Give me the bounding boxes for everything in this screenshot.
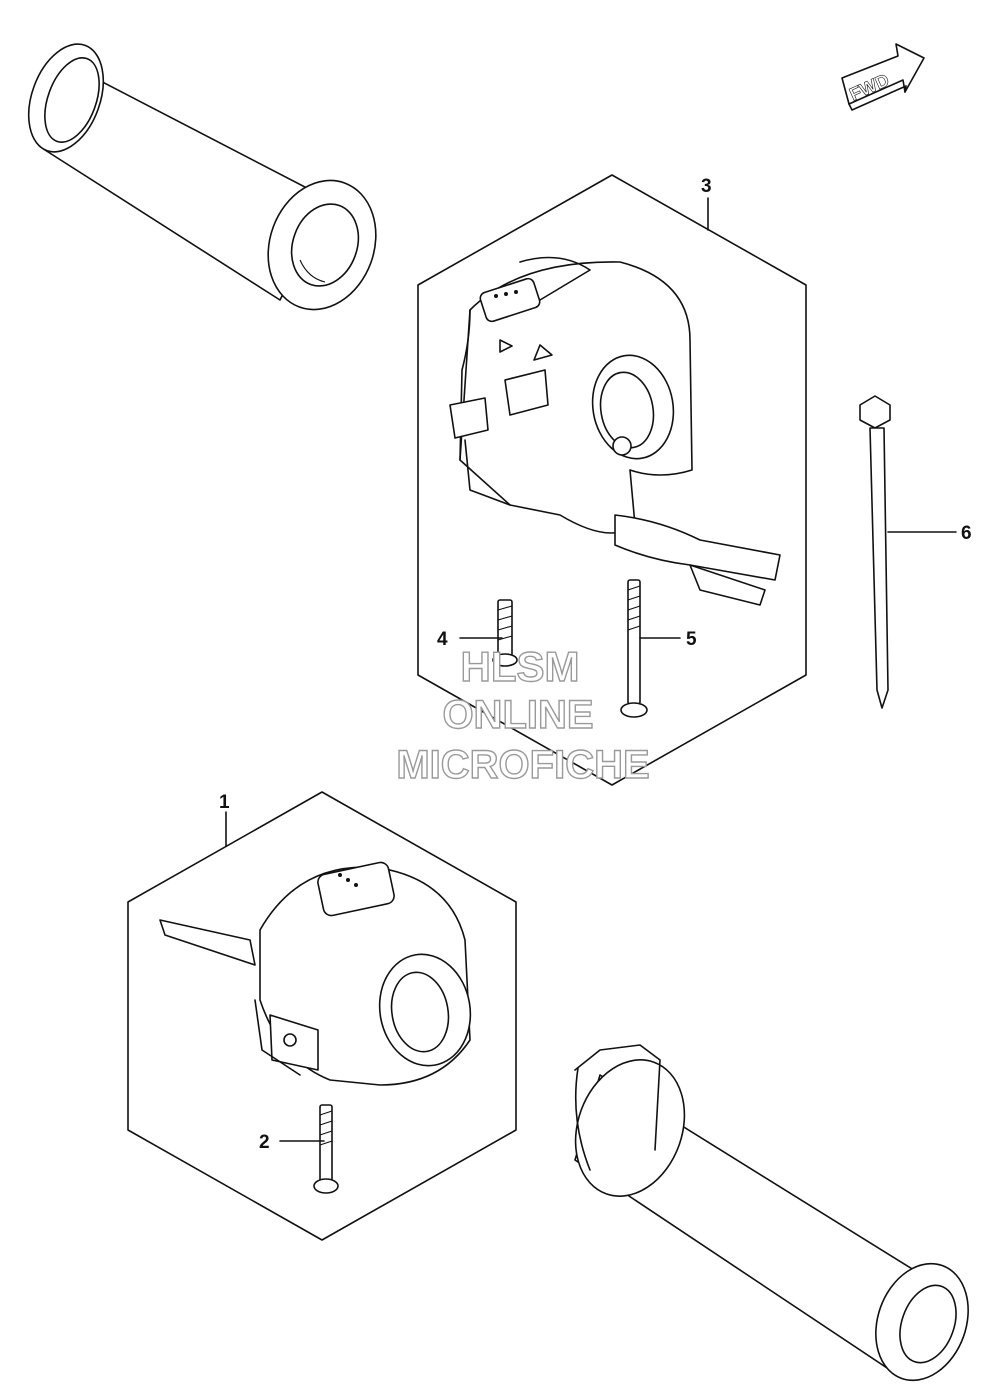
right-handlebar-switch bbox=[449, 256, 781, 606]
screw-5 bbox=[620, 579, 648, 718]
fwd-badge: FWD bbox=[841, 43, 925, 111]
callout-1: 1 bbox=[219, 792, 230, 813]
callout-4: 4 bbox=[437, 629, 448, 650]
screw-2 bbox=[313, 1104, 339, 1194]
grip-left bbox=[27, 43, 377, 311]
cable-tie bbox=[859, 395, 891, 709]
callout-2: 2 bbox=[259, 1132, 270, 1153]
callout-3: 3 bbox=[701, 176, 712, 197]
screw-4 bbox=[492, 599, 518, 667]
watermark: HLSM ONLINE MICROFICHE bbox=[396, 642, 651, 787]
watermark-line-3: MICROFICHE bbox=[396, 743, 649, 787]
watermark-line-2: ONLINE bbox=[442, 693, 593, 737]
callout-6: 6 bbox=[961, 523, 972, 544]
forward-arrow-icon bbox=[841, 43, 925, 105]
callout-5: 5 bbox=[686, 629, 697, 650]
watermark-line-1: HLSM bbox=[461, 643, 580, 690]
grip-right bbox=[574, 1044, 969, 1382]
left-handlebar-switch bbox=[159, 861, 472, 1086]
right-switch-assembly-frame bbox=[417, 174, 807, 786]
left-switch-assembly-frame bbox=[127, 791, 517, 1241]
callout-leaders bbox=[225, 197, 957, 1142]
